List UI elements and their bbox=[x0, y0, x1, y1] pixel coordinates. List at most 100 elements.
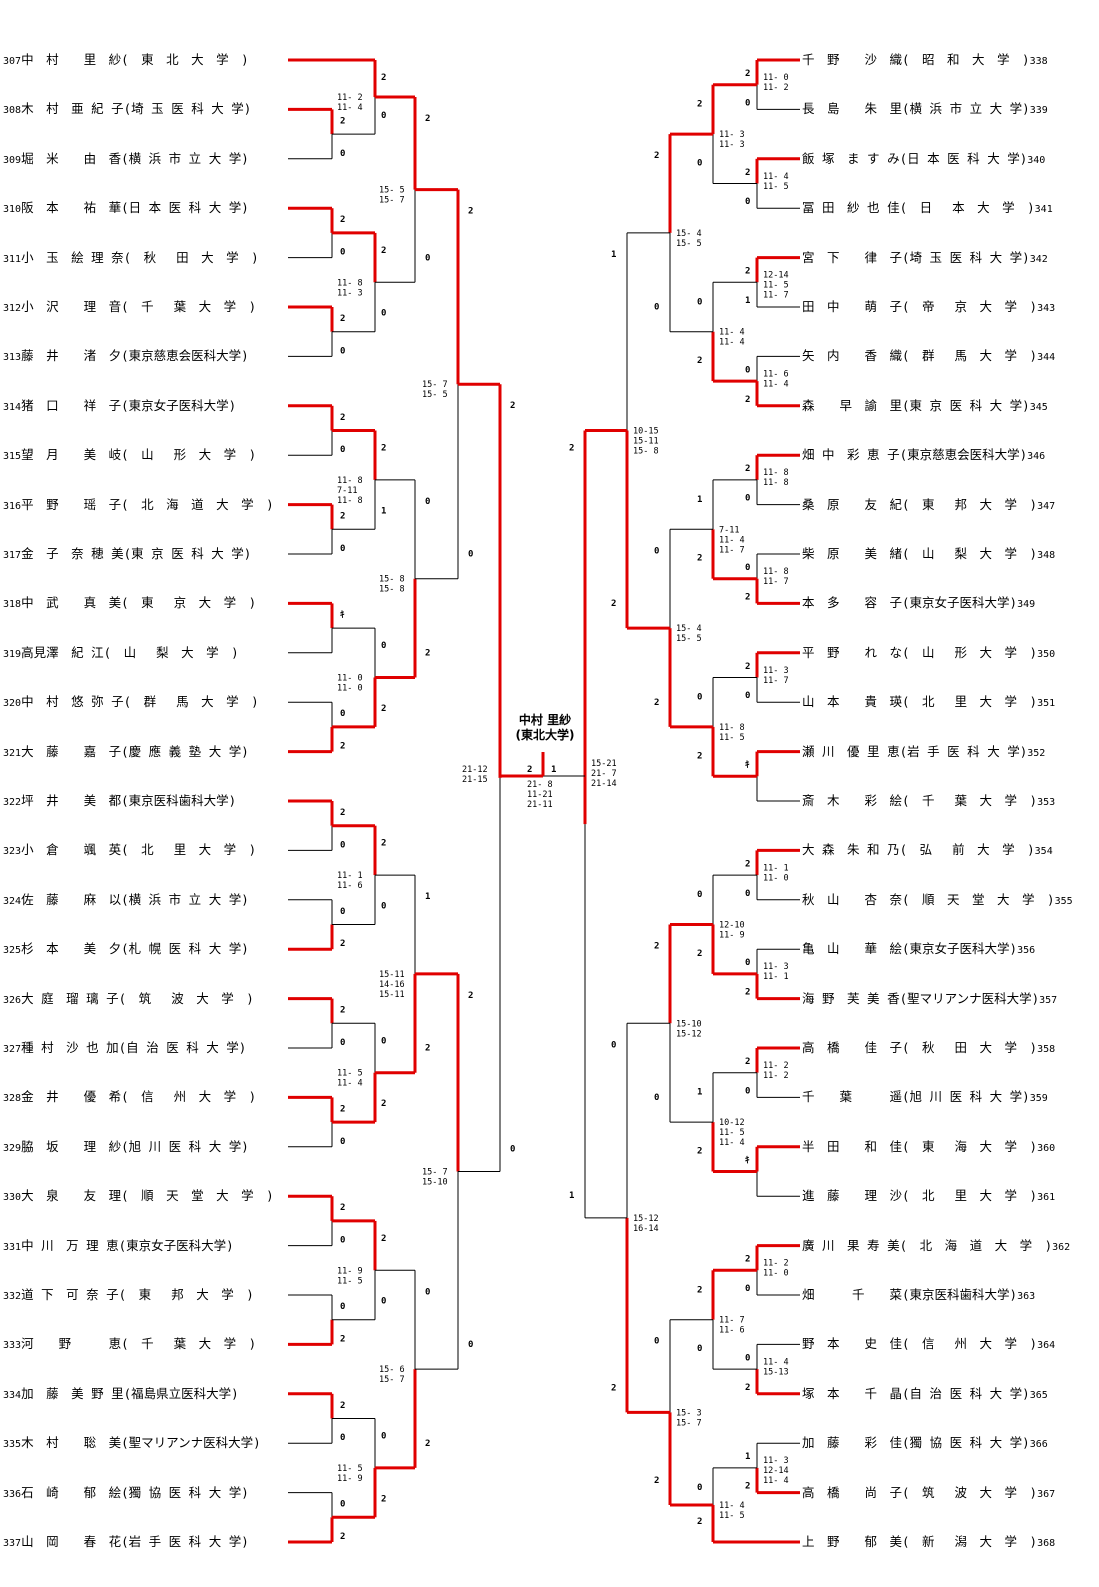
left-r1-score-bot: 0 bbox=[340, 346, 345, 356]
seed-number: 323 bbox=[3, 846, 22, 858]
game-score: 11- 4 bbox=[719, 1138, 745, 1148]
game-score: 11- 6 bbox=[337, 881, 363, 891]
game-score: 15- 3 bbox=[676, 1408, 702, 1418]
seed-number: 360 bbox=[1037, 1142, 1056, 1154]
game-score: 11- 1 bbox=[763, 972, 789, 982]
left-player-324: 324佐 藤 麻 以(横 浜 市 立 大 学) bbox=[3, 891, 249, 909]
game-score: 11- 8 bbox=[719, 723, 745, 733]
game-score: 11- 4 bbox=[763, 379, 789, 389]
left-player-325: 325杉 本 美 夕(札 幌 医 科 大 学) bbox=[3, 942, 249, 958]
game-score: 21- 8 bbox=[527, 780, 553, 790]
player-name: 中 川 万 理 恵(東京女子医科大学) bbox=[21, 1237, 234, 1253]
game-score: 11- 8 bbox=[763, 478, 789, 488]
game-score: 21- 7 bbox=[591, 769, 617, 779]
game-score: 21-12 bbox=[462, 765, 488, 775]
right-r3-score-bot: 0 bbox=[654, 303, 659, 313]
game-score: 11- 2 bbox=[763, 83, 789, 93]
left-player-316: 316平 野 瑶 子( 北 海 道 大 学 ) bbox=[3, 497, 274, 514]
game-score: 15- 7 bbox=[422, 1168, 448, 1178]
game-score: 15-11 bbox=[633, 437, 659, 447]
game-score: 11- 9 bbox=[337, 1266, 363, 1276]
right-player-349: 本 多 容 子(東京女子医科大学)349 bbox=[802, 596, 1035, 612]
left-r2-score-top: 2 bbox=[381, 246, 386, 256]
left-player-323: 323小 倉 颯 英( 北 里 大 学 ) bbox=[3, 843, 256, 859]
seed-number: 341 bbox=[1034, 204, 1053, 216]
left-player-336: 336石 崎 郁 絵(獨 協 医 科 大 学) bbox=[3, 1485, 249, 1502]
game-score: 11- 3 bbox=[719, 140, 745, 150]
player-name: 望 月 美 岐( 山 形 大 学 ) bbox=[21, 447, 257, 463]
seed-number: 354 bbox=[1034, 846, 1053, 858]
player-name: 坪 井 美 都(東京医科歯科大学) bbox=[21, 793, 237, 808]
right-r1-score-bot: 0 bbox=[745, 494, 750, 504]
player-name: 秋 山 杏 奈( 順 天 堂 大 学 ) bbox=[802, 891, 1055, 907]
left-player-337: 337山 岡 春 花(岩 手 医 科 大 学) bbox=[3, 1535, 249, 1551]
right-player-358: 高 橋 佳 子( 秋 田 大 学 )358 bbox=[802, 1041, 1055, 1057]
left-player-321: 321大 藤 嘉 子(慶 應 義 塾 大 学) bbox=[3, 743, 249, 761]
game-score: 15- 8 bbox=[379, 585, 405, 595]
game-score: 11- 9 bbox=[337, 1474, 363, 1484]
left-player-308: 308木 村 亜 紀 子(埼 玉 医 科 大 学) bbox=[3, 102, 251, 118]
left-r1-score-top: 0 bbox=[340, 709, 345, 719]
left-r2-score-bot: 2 bbox=[381, 704, 386, 714]
right-player-361: 進 藤 理 沙( 北 里 大 学 )361 bbox=[802, 1189, 1055, 1205]
seed-number: 344 bbox=[1037, 352, 1056, 364]
right-player-366: 加 藤 彩 佳(獨 協 医 科 大 学)366 bbox=[802, 1436, 1048, 1452]
game-score: 11- 7 bbox=[719, 545, 745, 555]
game-score: 16-14 bbox=[633, 1224, 659, 1234]
left-r2-score-top: 0 bbox=[381, 641, 386, 651]
player-name: 中 武 真 美( 東 京 大 学 ) bbox=[21, 595, 257, 611]
seed-number: 348 bbox=[1037, 550, 1056, 561]
right-r2-score-bot: 2 bbox=[697, 751, 702, 761]
right-r1-score-bot: 2 bbox=[745, 988, 750, 998]
right-r2-score-top: 1 bbox=[697, 1088, 702, 1098]
seed-number: 319 bbox=[3, 648, 22, 660]
seed-number: 334 bbox=[3, 1389, 22, 1401]
game-score: 11- 3 bbox=[763, 666, 789, 676]
game-score: 11- 9 bbox=[719, 931, 745, 941]
game-score: 11- 2 bbox=[763, 1071, 789, 1081]
game-score: 11- 3 bbox=[763, 962, 789, 972]
left-r2-score-top: 0 bbox=[381, 1432, 386, 1442]
left-r1-score-bot: 0 bbox=[340, 149, 345, 159]
player-name: 畑 千 菜(東京医科歯科大学) bbox=[802, 1287, 1018, 1302]
game-score: 15- 5 bbox=[676, 239, 702, 249]
seed-number: 336 bbox=[3, 1488, 22, 1500]
seed-number: 368 bbox=[1037, 1538, 1056, 1549]
left-r2-score-top: 2 bbox=[381, 444, 386, 454]
seed-number: 349 bbox=[1017, 599, 1036, 611]
left-r1-score-bot: 0 bbox=[340, 1137, 345, 1147]
player-name: 高 橋 佳 子( 秋 田 大 学 ) bbox=[802, 1040, 1038, 1055]
left-player-332: 332道 下 可 奈 子( 東 邦 大 学 ) bbox=[3, 1288, 254, 1304]
seed-number: 353 bbox=[1037, 797, 1056, 808]
player-name: 飯 塚 ま す み(日 本 医 科 大 学) bbox=[802, 150, 1028, 166]
left-r3-score-bot: 0 bbox=[425, 253, 430, 263]
left-r1-score-top: 2 bbox=[340, 1203, 345, 1213]
right-player-357: 海 野 芙 美 香(聖マリアンナ医科大学)357 bbox=[802, 991, 1057, 1008]
player-name: 佐 藤 麻 以(横 浜 市 立 大 学) bbox=[21, 891, 249, 907]
left-player-317: 317金 子 奈 穂 美(東 京 医 科 大 学) bbox=[3, 547, 251, 563]
player-name: 小 沢 理 音( 千 葉 大 学 ) bbox=[21, 299, 257, 314]
seed-number: 314 bbox=[3, 401, 22, 413]
right-r1-score-bot: 2 bbox=[745, 592, 750, 602]
right-player-363: 畑 千 菜(東京医科歯科大学)363 bbox=[802, 1288, 1035, 1304]
player-name: 大 藤 嘉 子(慶 應 義 塾 大 学) bbox=[21, 743, 249, 759]
player-name: 千 野 沙 織( 昭 和 大 学 ) bbox=[802, 52, 1030, 67]
game-score: 10-12 bbox=[719, 1118, 745, 1128]
seed-number: 325 bbox=[3, 945, 22, 957]
game-score: 7-11 bbox=[337, 486, 357, 496]
left-player-331: 331中 川 万 理 恵(東京女子医科大学) bbox=[3, 1237, 234, 1255]
left-player-327: 327種 村 沙 也 加(自 治 医 科 大 学) bbox=[3, 1041, 246, 1057]
player-name: 脇 坂 理 紗(旭 川 医 科 大 学) bbox=[21, 1138, 249, 1154]
left-r4-score-bot: 0 bbox=[468, 550, 473, 560]
right-r2-score-bot: 2 bbox=[697, 356, 702, 366]
seed-number: 351 bbox=[1037, 698, 1056, 710]
right-r2-score-top: 0 bbox=[697, 890, 702, 900]
seed-number: 352 bbox=[1027, 747, 1046, 759]
right-r2-score-bot: 2 bbox=[697, 1517, 702, 1527]
game-score: 11- 4 bbox=[719, 535, 745, 545]
game-score: 11- 8 bbox=[763, 567, 789, 577]
right-r2-score-top: 1 bbox=[697, 495, 702, 505]
game-score: 11- 1 bbox=[337, 871, 363, 881]
game-score: 15-12 bbox=[633, 1214, 659, 1224]
right-player-359: 千 葉 遥(旭 川 医 科 大 学)359 bbox=[802, 1090, 1048, 1106]
